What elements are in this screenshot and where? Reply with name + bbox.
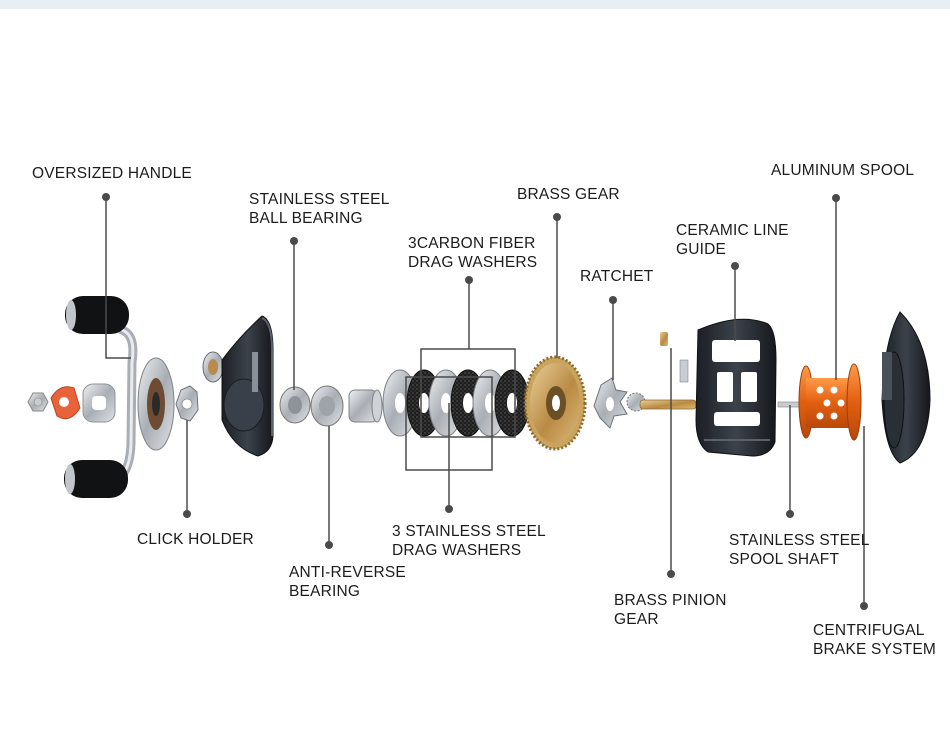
leader-dot-brake [860, 602, 868, 610]
aluminum-spool-part [798, 363, 862, 441]
ratchet-part [593, 377, 646, 429]
nut-part [27, 392, 49, 412]
leader-dot-stainless-washers [445, 505, 453, 513]
leader-dot-spool-shaft [786, 510, 794, 518]
handle-lock-plate-part [50, 386, 81, 420]
handle-washer-part [82, 383, 116, 423]
leader-dot-click-holder [183, 510, 191, 518]
drag-washer-stack-part [382, 369, 530, 437]
label-brass-gear: BRASS GEAR [517, 186, 620, 203]
anti-reverse-bearing-part [310, 385, 344, 427]
click-holder-part [175, 385, 199, 422]
side-plate-bearings-part [202, 351, 224, 383]
handle-side-plate-part [221, 315, 274, 457]
leader-dot-oversized-handle [102, 193, 110, 201]
brake-cover-part [881, 311, 931, 464]
label-oversized-handle: OVERSIZED HANDLE [32, 165, 192, 182]
leader-dot-carbon-washers [465, 276, 473, 284]
oversized-handle-part [64, 296, 175, 498]
leader-dot-ratchet [609, 296, 617, 304]
bushing-part [348, 389, 383, 423]
leader-dot-brass-gear [553, 213, 561, 221]
leader-dot-anti-reverse [325, 541, 333, 549]
leader-dot-ball-bearing [290, 237, 298, 245]
leader-dot-aluminum-spool [832, 194, 840, 202]
label-click-holder: CLICK HOLDER [137, 531, 254, 548]
label-aluminum-spool: ALUMINUM SPOOL [771, 162, 915, 179]
leader-dots [102, 193, 868, 610]
top-border-strip [0, 0, 950, 9]
brass-gear-part [523, 355, 587, 451]
ball-bearing-part [279, 386, 311, 424]
leader-lines [105, 197, 865, 606]
pinion-shaft-part [639, 332, 697, 410]
leader-dot-ceramic-guide [731, 262, 739, 270]
leader-oversized-handle [105, 197, 131, 359]
leader-dot-pinion-gear [667, 570, 675, 578]
frame-body-part [695, 318, 777, 457]
label-ratchet: RATCHET [580, 268, 654, 285]
